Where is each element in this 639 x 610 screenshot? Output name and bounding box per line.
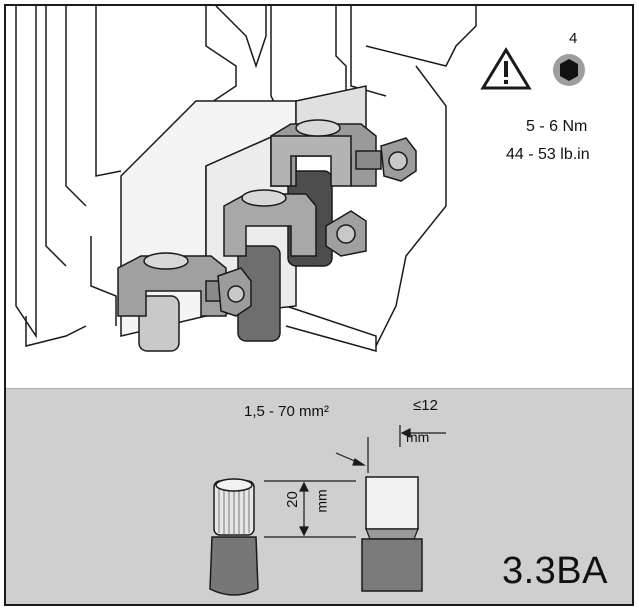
diagram-frame: 4 5 - 6 Nm 44 - 53 lb.in xyxy=(4,4,634,606)
terminal-illustration-panel: 4 5 - 6 Nm 44 - 53 lb.in xyxy=(6,6,632,388)
warning-triangle-icon xyxy=(480,47,532,90)
clamp-upper xyxy=(270,119,417,257)
cable-spec-drawing xyxy=(209,425,446,596)
terminal-illustration xyxy=(15,6,585,352)
torque-lbin-label: 44 - 53 lb.in xyxy=(506,146,590,163)
stranded-cable xyxy=(209,478,259,596)
height-unit: mm xyxy=(313,489,330,513)
cable-lug xyxy=(361,476,423,592)
socket-size-label: 4 xyxy=(569,30,578,47)
clamp-lower xyxy=(117,252,252,317)
cable-section-range: 1,5 - 70 mm² xyxy=(244,403,330,420)
model-code: 3.3BA xyxy=(501,550,608,592)
clamp-middle xyxy=(223,189,317,257)
cable-light xyxy=(138,295,180,352)
strip-length-unit: mm xyxy=(406,429,430,445)
strip-length-dimension xyxy=(335,425,446,473)
strip-length-value: ≤12 xyxy=(413,397,438,414)
torque-nm-label: 5 - 6 Nm xyxy=(526,118,588,135)
cable-spec-panel: 1,5 - 70 mm² ≤12 mm 20 mm 3.3BA xyxy=(6,388,632,604)
housing-outline xyxy=(15,6,477,352)
hex-socket-icon xyxy=(553,54,585,86)
height-dimension xyxy=(264,480,356,538)
height-value: 20 xyxy=(283,491,301,508)
